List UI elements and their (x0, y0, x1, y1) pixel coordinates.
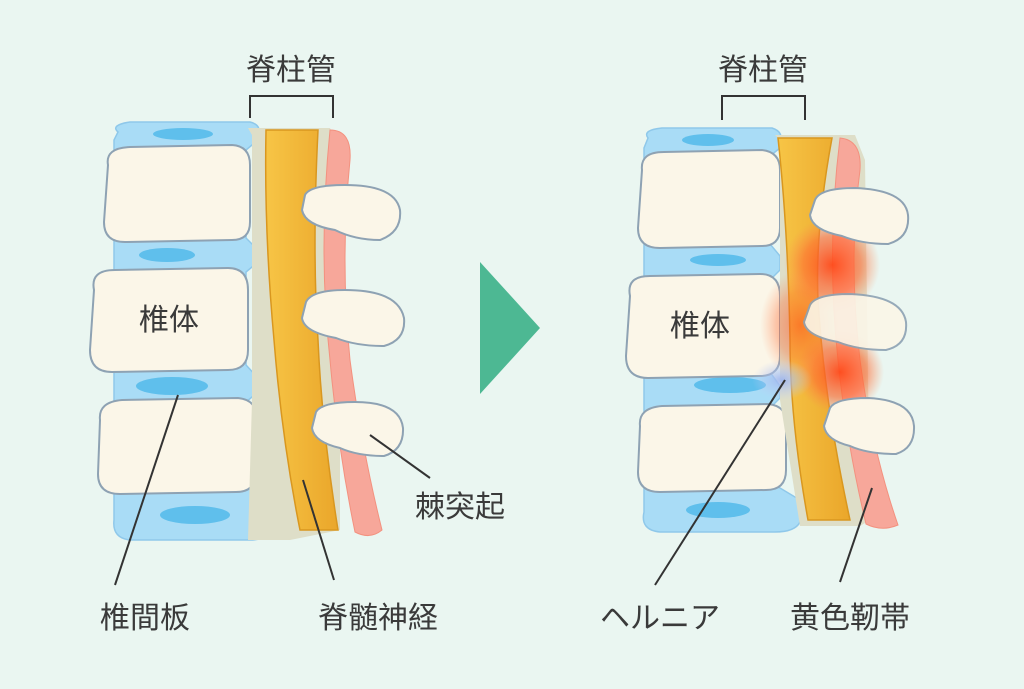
label-intervertebral-disc: 椎間板 (100, 601, 190, 636)
label-spinal-canal: 脊柱管 (246, 53, 336, 88)
label-spinal-cord: 脊髄神経 (318, 601, 438, 636)
label-spinal-canal: 脊柱管 (718, 53, 808, 88)
disc-core (682, 134, 734, 146)
label-vertebral-body: 椎体 (139, 303, 199, 338)
arrow-right-icon (480, 262, 540, 394)
spinal-canal-bracket (249, 95, 334, 118)
disc-core (153, 128, 213, 140)
disc-core (139, 248, 195, 262)
hernia-bulge (752, 360, 812, 400)
leader-line (839, 487, 873, 583)
leader-line (114, 394, 179, 586)
leader-line (302, 479, 335, 581)
spinous-process (300, 288, 406, 348)
spinous-process (802, 292, 908, 352)
label-hernia: ヘルニア (600, 601, 720, 636)
label-spinous-process: 棘突起 (415, 490, 505, 525)
spinous-process (808, 186, 910, 246)
vertebra (102, 143, 251, 244)
disc-core (160, 506, 230, 524)
disc-core (690, 254, 746, 266)
vertebra (88, 266, 249, 374)
vertebra (636, 148, 781, 250)
stenosis-spine: 脊柱管 椎体 ヘルニア 黄色靭帯 (600, 53, 916, 636)
leader-line (654, 379, 786, 586)
spinous-process (822, 396, 916, 456)
vertebra (636, 402, 788, 494)
label-ligamentum-flavum: 黄色靭帯 (790, 601, 910, 636)
leader-line (369, 434, 431, 479)
spinous-process (300, 183, 402, 242)
disc-core (136, 377, 208, 395)
disc-core (686, 502, 750, 518)
disc-core (694, 377, 766, 393)
spinal-canal-bracket (721, 95, 806, 120)
normal-spine: 脊柱管 椎体 椎間板 脊髄神経 棘突起 (88, 53, 505, 636)
label-vertebral-body: 椎体 (670, 309, 730, 344)
vertebra (96, 396, 258, 496)
